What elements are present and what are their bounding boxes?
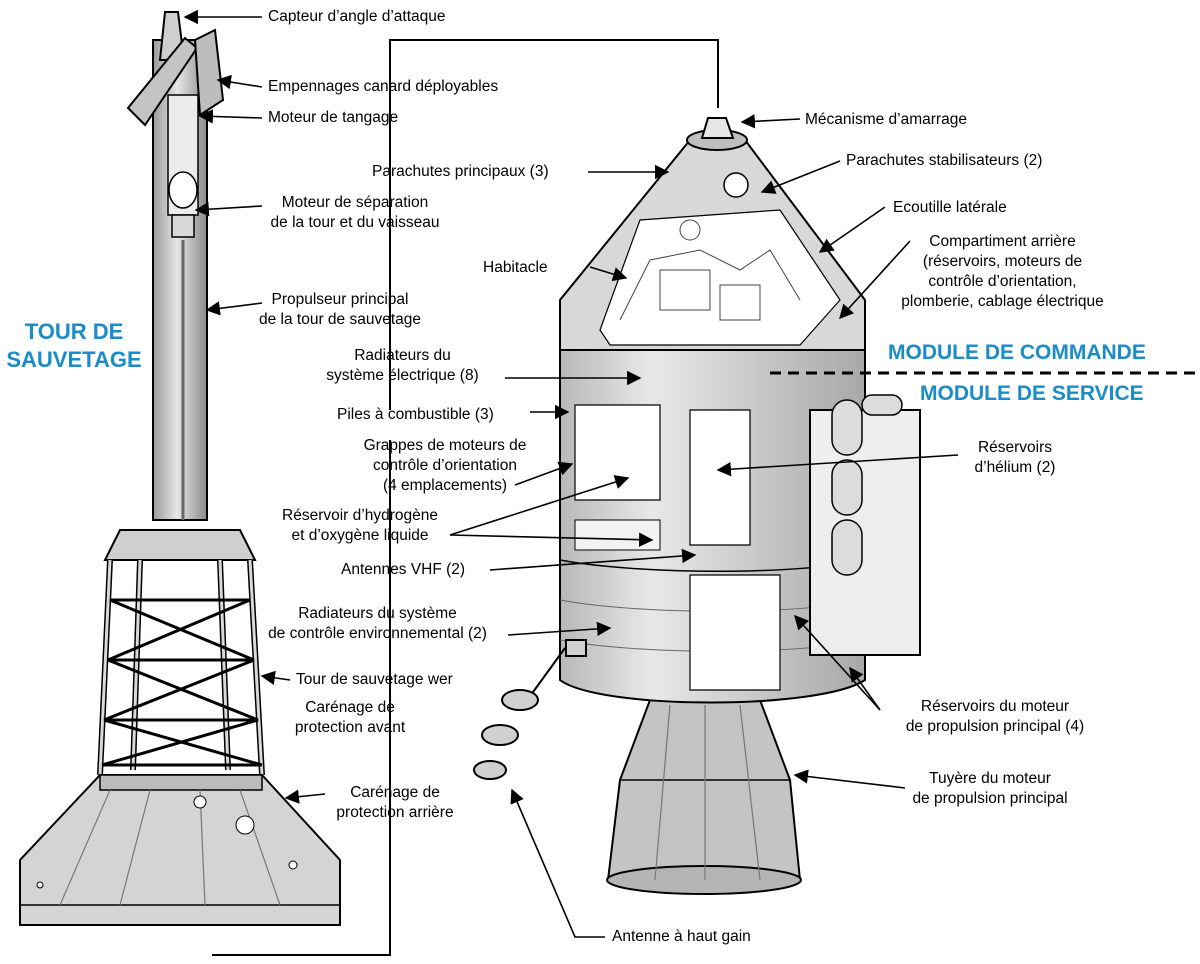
label-drogue-chutes: Parachutes stabilisateurs (2) <box>846 152 1043 169</box>
escape-tower-illustration <box>19 11 719 956</box>
title-service-module: MODULE DE SERVICE <box>920 382 1144 405</box>
title-command-module: MODULE DE COMMANDE <box>888 341 1146 364</box>
label-aft-compartment: Compartiment arrière(réservoirs, moteurs… <box>901 233 1104 310</box>
label-canards: Empennages canard déployables <box>268 78 499 95</box>
label-docking: Mécanisme d’amarrage <box>805 111 967 128</box>
label-vhf-antennas: Antennes VHF (2) <box>341 561 466 578</box>
label-hga: Antenne à haut gain <box>612 928 751 945</box>
label-side-hatch: Ecoutille latérale <box>893 199 1007 216</box>
csm-illustration <box>473 117 1200 895</box>
label-crew-cabin: Habitacle <box>483 259 548 276</box>
label-pitch-motor: Moteur de tangage <box>268 109 399 126</box>
label-main-chutes: Parachutes principaux (3) <box>372 163 549 180</box>
label-aoa-sensor: Capteur d’angle d’attaque <box>268 8 446 25</box>
label-fuel-cells: Piles à combustible (3) <box>337 406 494 423</box>
label-escape-tower: Tour de sauvetage wer <box>296 671 453 688</box>
leader-lines <box>183 9 959 938</box>
